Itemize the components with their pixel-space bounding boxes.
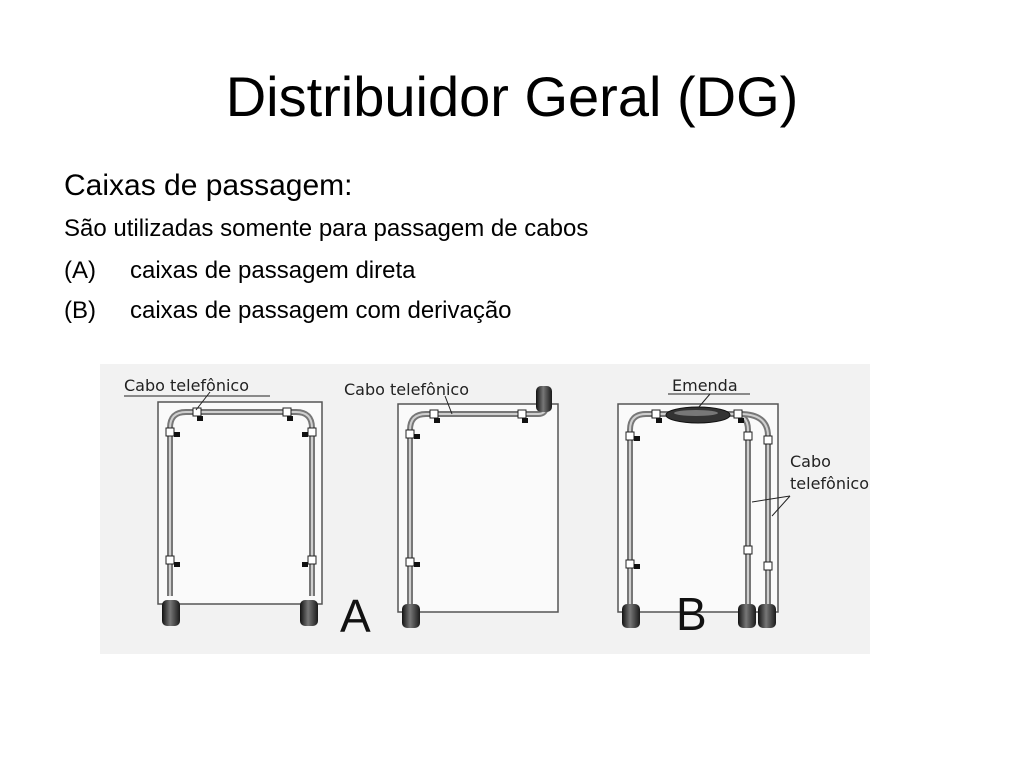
letter-b: B — [676, 588, 707, 640]
slide-title: Distribuidor Geral (DG) — [225, 65, 799, 128]
list-item-b: (B) caixas de passagem com derivação — [64, 296, 512, 326]
list-marker-b: (B) — [64, 297, 96, 324]
label-cable-a: Cabo telefônico — [124, 376, 249, 395]
list-text-a: caixas de passagem direta — [130, 257, 416, 284]
label-cable-a2: Cabo telefônico — [344, 380, 469, 399]
box-a-left: Cabo telefônico — [124, 376, 323, 626]
description-line: São utilizadas somente para passagem de … — [64, 215, 589, 242]
label-cable-b-line2: telefônico — [790, 474, 869, 493]
box-a-right: Cabo telefônico — [344, 380, 559, 628]
section-heading: Caixas de passagem: — [64, 169, 353, 202]
label-cable-b-line1: Cabo — [790, 452, 831, 471]
list-text-b: caixas de passagem com derivação — [130, 297, 512, 324]
junction-box-diagram: Cabo telefônico Cabo telefônico A — [100, 364, 870, 654]
label-splice: Emenda — [672, 376, 738, 395]
box-b: Emenda Cabo telefônico — [617, 376, 869, 628]
list-marker-a: (A) — [64, 257, 96, 284]
list-item-a: (A) caixas de passagem direta — [64, 256, 416, 286]
letter-a: A — [340, 590, 371, 642]
